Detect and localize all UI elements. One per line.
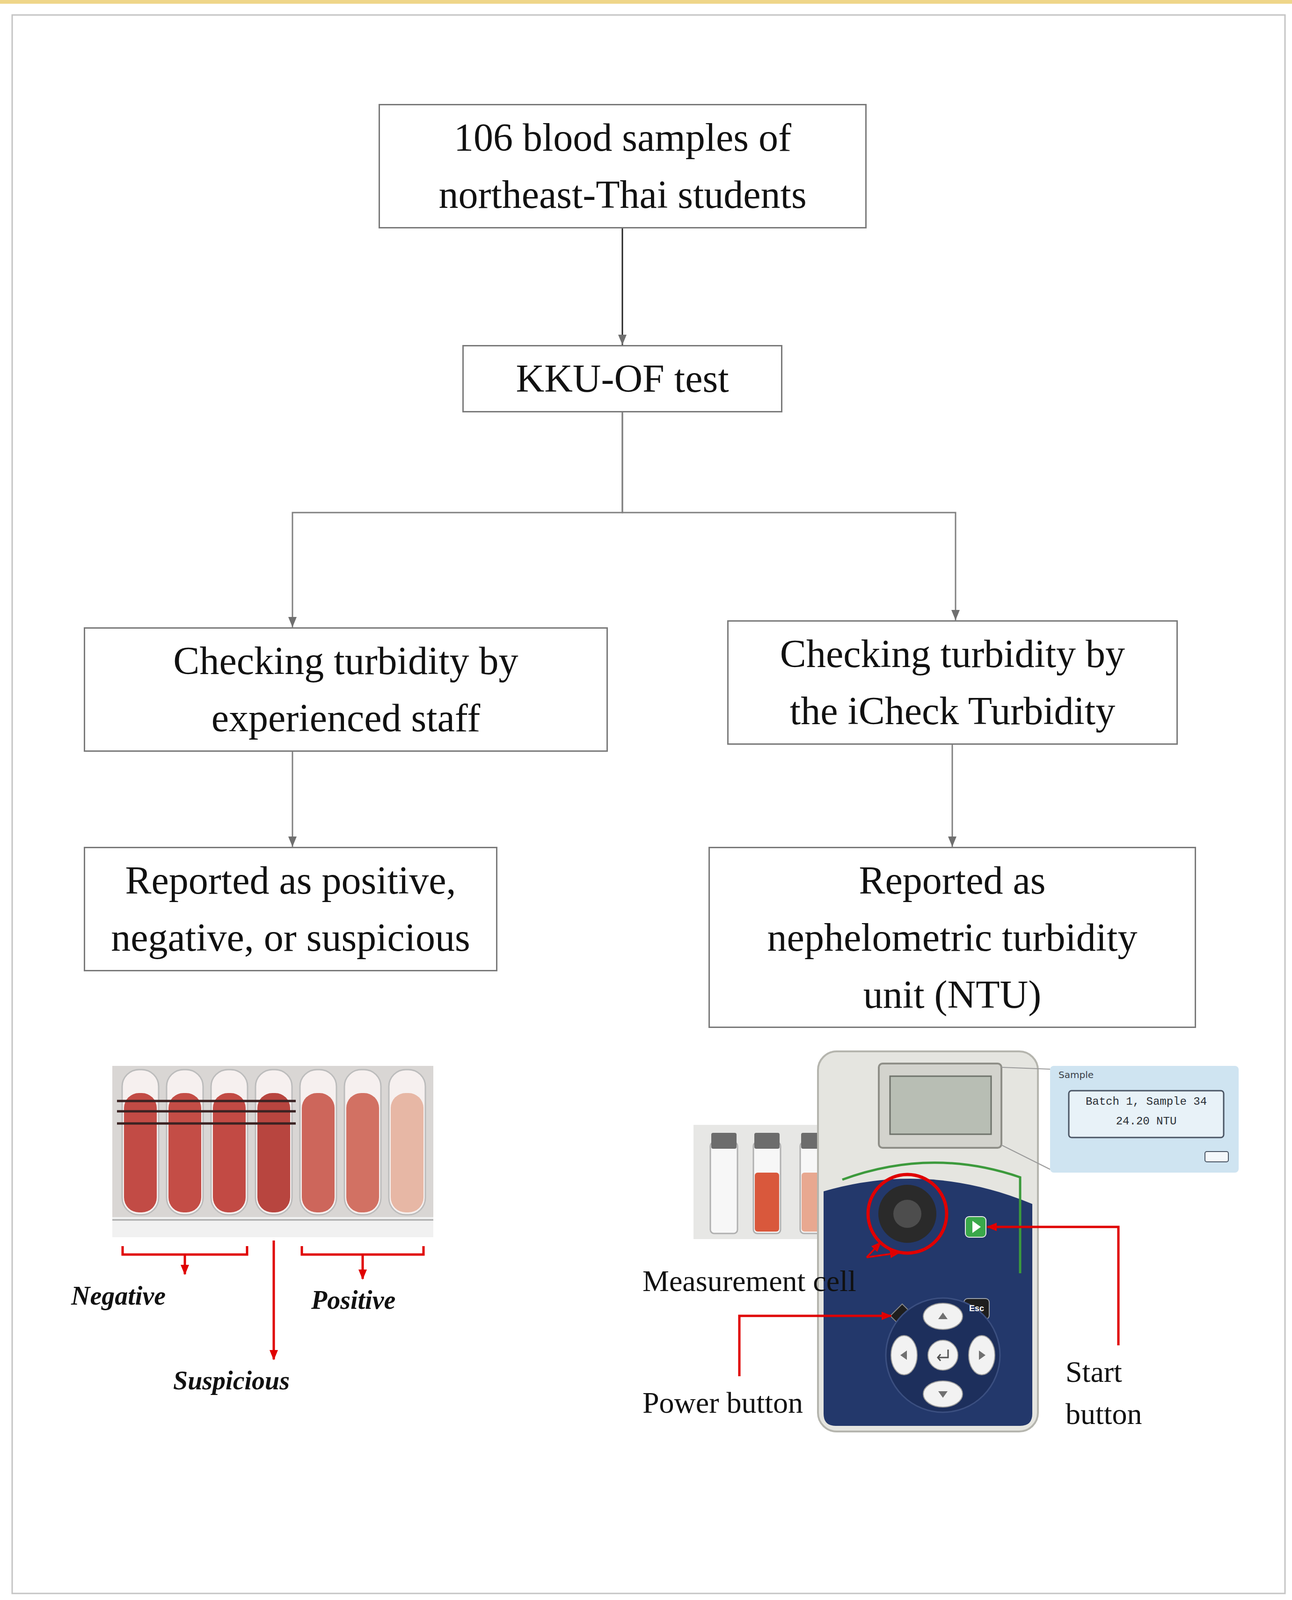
arrow-key [923, 1380, 963, 1407]
connector-arrow [622, 412, 956, 621]
key-symbol [938, 1312, 948, 1319]
tube-glass [166, 1069, 204, 1215]
arrow-key [968, 1335, 995, 1375]
tube-liquid [390, 1092, 424, 1212]
start-button [965, 1216, 986, 1237]
rack-edge [112, 1219, 434, 1221]
screen-text: Sample [1058, 1068, 1094, 1081]
tube [388, 1069, 426, 1215]
vial-glass [710, 1141, 738, 1234]
arrow-key [923, 1302, 963, 1329]
connector-arrow [621, 228, 624, 345]
part-label: Measurement cell [642, 1259, 857, 1302]
group-bracket [122, 1245, 248, 1255]
key-panel [823, 1178, 1033, 1426]
screen-frame [878, 1063, 1002, 1148]
enter-symbol [937, 1349, 949, 1361]
process-box: 106 blood samples of northeast-Thai stud… [378, 103, 867, 229]
box-text: Checking turbidity by experienced staff [99, 632, 593, 747]
enter-key [927, 1339, 958, 1370]
connector-arrow [951, 744, 954, 847]
tube-liquid [301, 1092, 335, 1212]
rack-stripe [116, 1099, 296, 1103]
key-pad [885, 1297, 1001, 1412]
leader-arrow [272, 1240, 276, 1359]
vial-liquid [754, 1172, 780, 1232]
tube [255, 1069, 292, 1215]
tube-liquid [346, 1092, 380, 1212]
screen-inset [1050, 1065, 1239, 1173]
leader-arrow [866, 1252, 900, 1257]
leader-arrow [987, 1226, 1119, 1345]
leader-arrow [183, 1254, 187, 1274]
tube-glass [211, 1069, 248, 1215]
rack-stripe [116, 1122, 296, 1125]
meter-body [817, 1051, 1038, 1431]
tube [299, 1069, 337, 1215]
key-symbol [900, 1350, 907, 1360]
test-tube-photo [112, 1065, 434, 1237]
tube-glass [122, 1069, 159, 1215]
start-symbol [972, 1220, 981, 1233]
page-frame [12, 14, 1285, 1593]
turbidity-meter [817, 1051, 1038, 1431]
leader-arrow [739, 1315, 891, 1376]
tube [122, 1069, 159, 1215]
highlight-ring [868, 1174, 947, 1253]
process-box: Reported as positive, negative, or suspi… [83, 846, 498, 971]
part-label: Power button [642, 1381, 803, 1424]
key-symbol [938, 1390, 948, 1398]
process-box: Checking turbidity by the iCheck Turbidi… [727, 620, 1178, 745]
group-bracket [301, 1245, 424, 1255]
photo-ground [693, 1124, 839, 1239]
lcd-screen [890, 1075, 992, 1134]
trim-line [842, 1162, 1021, 1273]
tube [166, 1069, 204, 1215]
tube [344, 1069, 381, 1215]
box-text: Reported as nephelometric turbidity unit… [751, 851, 1153, 1023]
box-text: Checking turbidity by the iCheck Turbidi… [761, 625, 1144, 740]
box-text: Reported as positive, negative, or suspi… [99, 851, 482, 966]
tube-glass [388, 1069, 426, 1215]
process-box: KKU-OF test [462, 344, 783, 413]
group-label: Positive [311, 1284, 396, 1316]
group-label: Negative [71, 1279, 166, 1312]
leader-arrow [361, 1254, 365, 1279]
key-label: Esc [963, 1303, 990, 1314]
rack-stripe [116, 1109, 296, 1113]
tube-glass [344, 1069, 381, 1215]
connector-arrow [291, 751, 294, 847]
connector-group [292, 228, 956, 847]
vial-cap [754, 1132, 780, 1149]
arrow-key [890, 1335, 918, 1375]
process-box: Checking turbidity by experienced staff [83, 627, 608, 752]
cell-cap [893, 1199, 922, 1228]
vial-cap [711, 1132, 737, 1149]
top-strip [0, 0, 1292, 4]
tube-glass [255, 1069, 292, 1215]
box-text: 106 blood samples of northeast-Thai stud… [398, 109, 847, 224]
vial-photo [693, 1124, 839, 1239]
vial-glass [753, 1141, 781, 1234]
screen-text: Batch 1, Sample 34 [1068, 1094, 1224, 1109]
zoom-line [1001, 1066, 1051, 1069]
tube-rack [112, 1216, 434, 1237]
photo-ground [112, 1065, 434, 1237]
connector-arrow [292, 412, 623, 628]
tube-glass [299, 1069, 337, 1215]
screen-text: 24.20 NTU [1068, 1114, 1224, 1129]
box-text: KKU-OF test [477, 350, 767, 408]
inset-panel [1068, 1090, 1224, 1138]
process-box: Reported as nephelometric turbidity unit… [708, 846, 1197, 1028]
tube [211, 1069, 248, 1215]
measurement-cell [878, 1184, 937, 1243]
part-label: Start button [1065, 1350, 1169, 1435]
key-symbol [978, 1350, 986, 1360]
group-label: Suspicious [173, 1364, 290, 1396]
inset-icon [1204, 1151, 1229, 1162]
zoom-line [1001, 1144, 1051, 1169]
